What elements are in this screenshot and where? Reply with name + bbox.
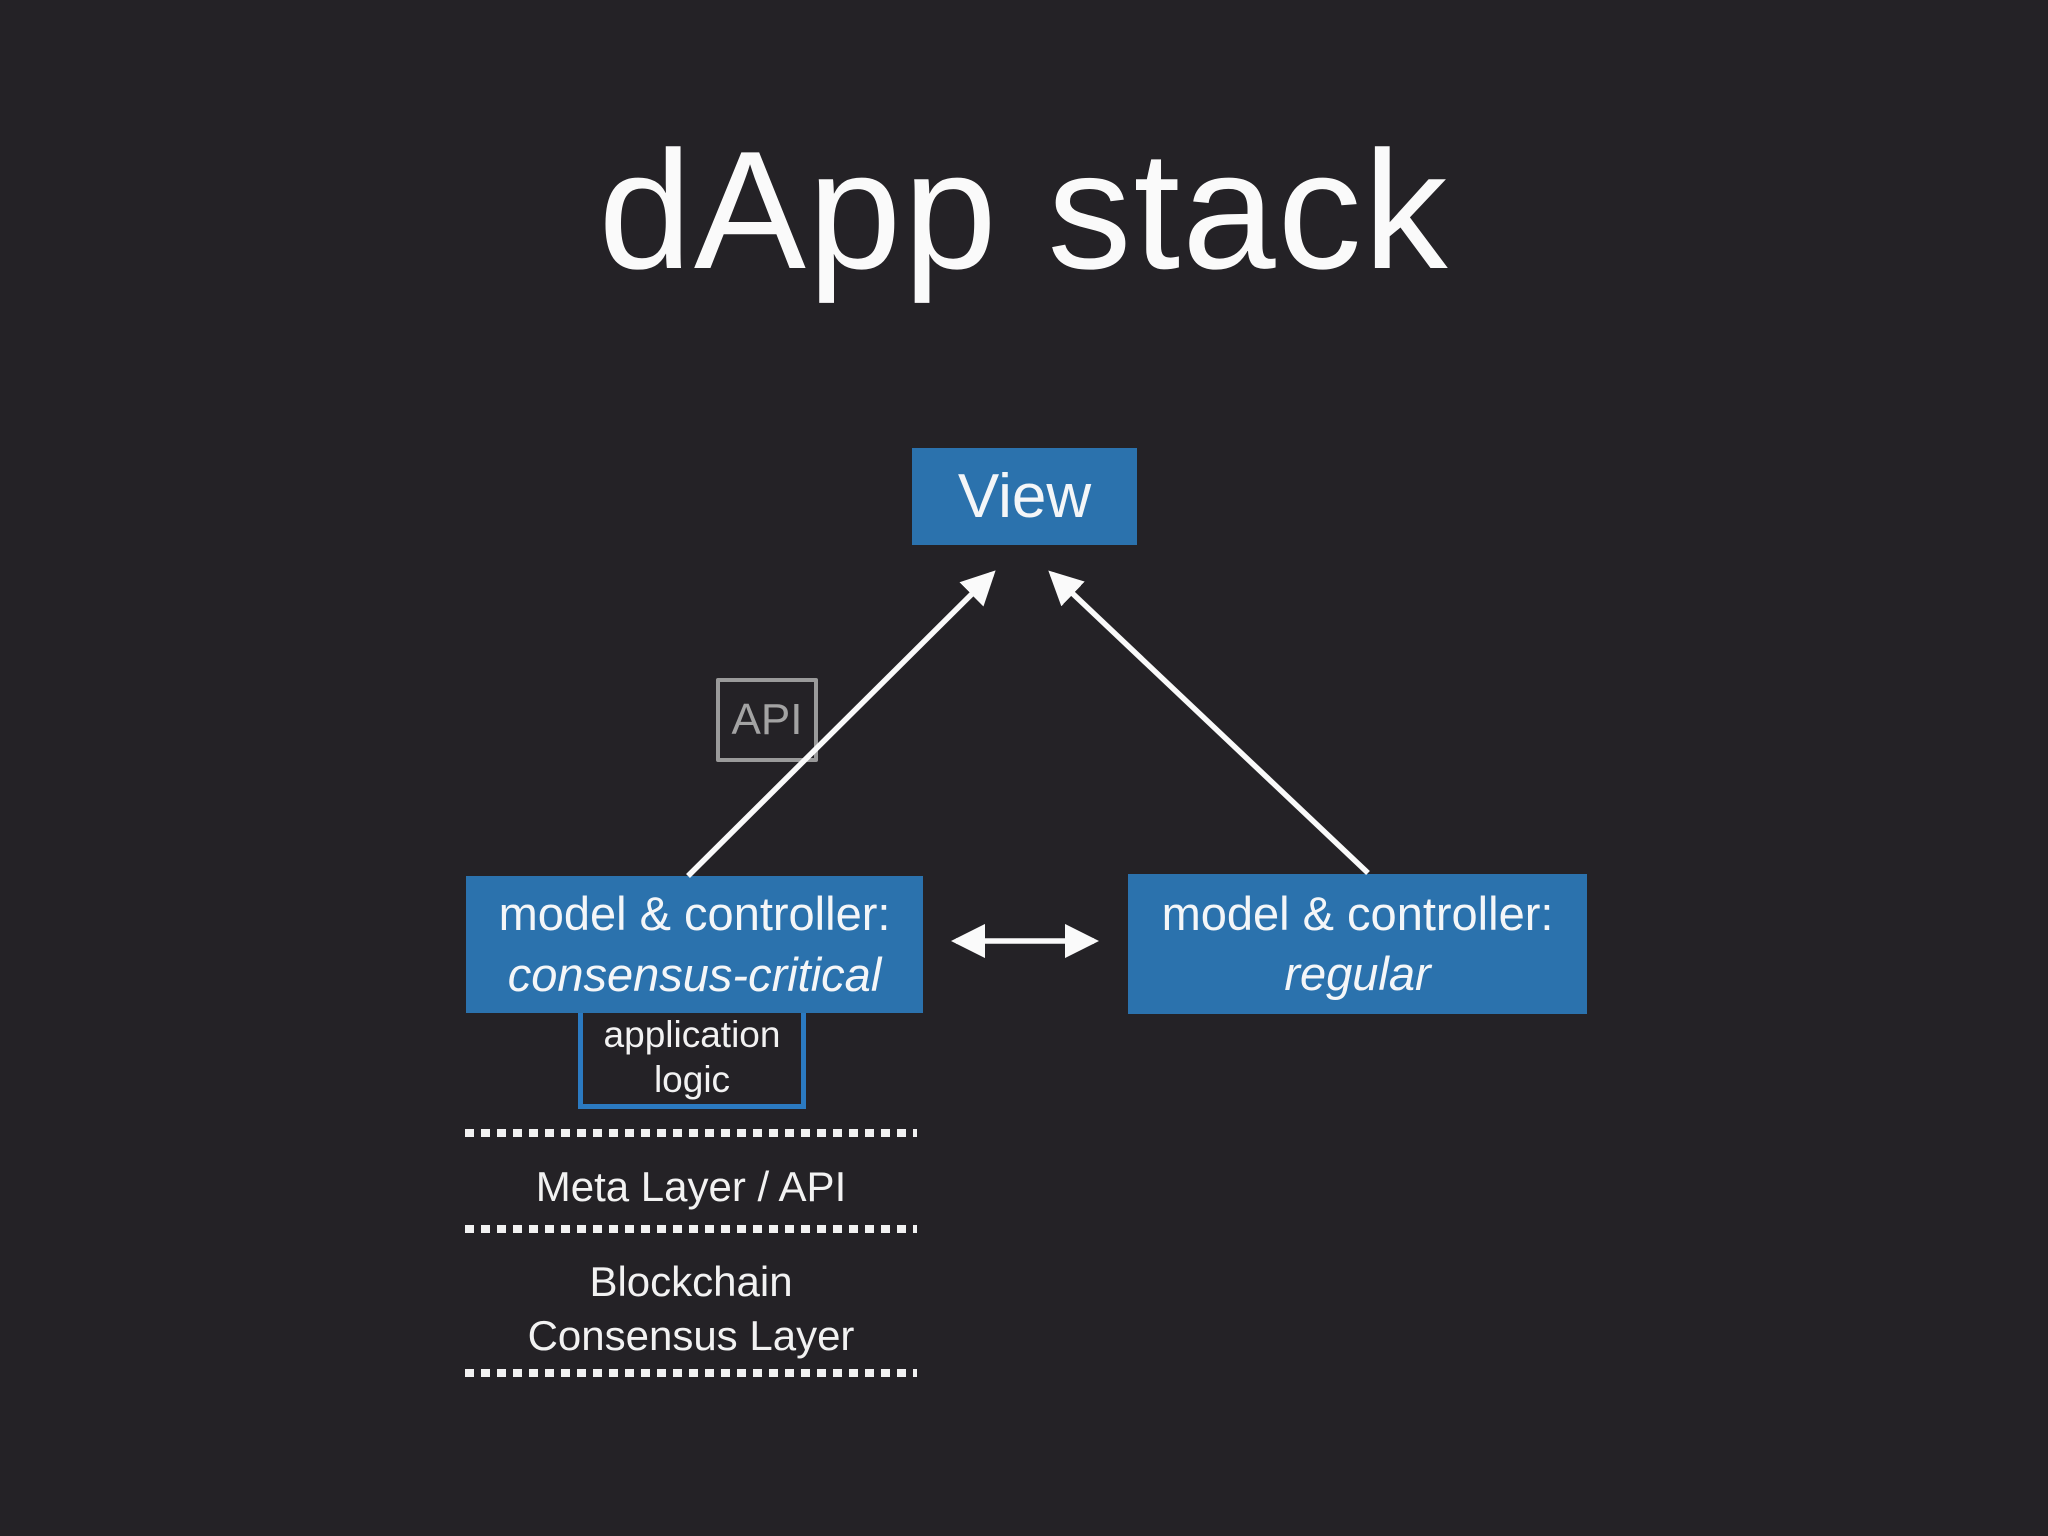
layer-divider-top (465, 1129, 917, 1137)
node-view-label: View (957, 462, 1092, 531)
node-api: API (716, 678, 818, 762)
node-model-controller-consensus-critical: model & controller: consensus-critical (466, 876, 923, 1013)
node-app-logic-line1: application (603, 1013, 781, 1055)
node-api-label: API (731, 695, 803, 744)
layer-divider-bottom (465, 1369, 917, 1377)
layer-label-blockchain-line2: Consensus Layer (527, 1311, 855, 1359)
layer-label-blockchain-line1: Blockchain (589, 1258, 793, 1305)
node-mc-right-line2: regular (1284, 947, 1431, 1000)
layer-label-meta: Meta Layer / API (535, 1163, 847, 1210)
node-application-logic: application logic (578, 1010, 806, 1109)
layer-divider-middle (465, 1225, 917, 1233)
node-mc-left-line1: model & controller: (498, 887, 891, 941)
node-app-logic-line2: logic (653, 1059, 731, 1100)
node-view: View (912, 448, 1137, 545)
node-mc-right-line1: model & controller: (1161, 886, 1554, 940)
arrow-regular-to-view (1048, 570, 1370, 875)
slide-title: dApp stack (598, 116, 1450, 304)
node-model-controller-regular: model & controller: regular (1128, 874, 1587, 1014)
node-mc-left-line2: consensus-critical (507, 947, 882, 1001)
layer-label-blockchain: Blockchain Consensus Layer (465, 1255, 917, 1363)
